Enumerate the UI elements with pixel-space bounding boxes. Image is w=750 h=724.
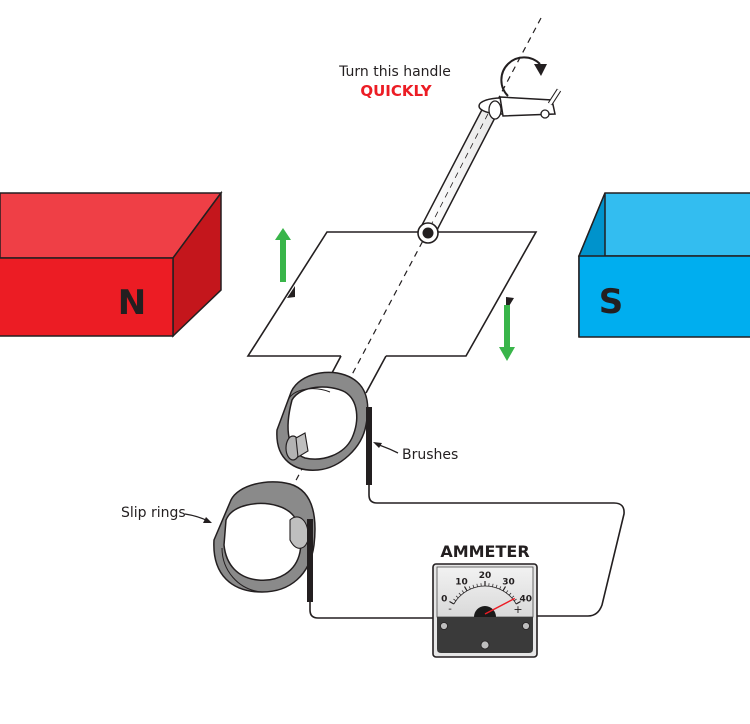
- shaft: [420, 98, 501, 234]
- coil-loop: [246, 231, 538, 404]
- circuit-wires: [309, 485, 625, 619]
- ammeter-tick: [468, 586, 471, 590]
- ammeter-plus-sign: +: [513, 603, 522, 616]
- ammeter-needle: [484, 597, 516, 615]
- ammeter-scale-label: 30: [502, 577, 515, 587]
- ammeter-scale-labels: 0 10 20 30 40: [441, 571, 532, 605]
- brushes-pointer: [373, 442, 399, 454]
- handle-crank[interactable]: [478, 88, 562, 120]
- ammeter-tick: [508, 592, 512, 596]
- upward-force-arrow-icon: [275, 228, 291, 282]
- ammeter-tick: [453, 598, 457, 602]
- ammeter-tick: [492, 583, 494, 587]
- ammeter-tick: [472, 584, 475, 588]
- ammeter-tick: [499, 586, 502, 590]
- slip-rings-pointer: [184, 513, 212, 523]
- ammeter-tick: [513, 598, 517, 602]
- ammeter-scale-label: 40: [519, 595, 532, 605]
- south-pole-label: S: [599, 282, 624, 322]
- ammeter-tick: [449, 600, 455, 605]
- north-pole-label: N: [118, 283, 146, 323]
- ammeter-scale-ticks: [449, 581, 521, 605]
- slip-ring-upper: [276, 371, 369, 471]
- brush-lower: [307, 519, 313, 602]
- ammeter-scale-label: 0: [441, 595, 447, 605]
- rotation-arrow-icon: [500, 56, 547, 97]
- brush-upper: [366, 407, 372, 485]
- handle-instruction: Turn this handle: [338, 64, 451, 80]
- north-magnet: N: [0, 190, 223, 338]
- ammeter-minus-sign: -: [448, 604, 452, 615]
- ammeter-title: AMMETER: [440, 542, 529, 561]
- ammeter-tick: [461, 590, 465, 594]
- slip-rings-label: Slip rings: [121, 505, 186, 521]
- ammeter-scale-label: 10: [455, 577, 468, 587]
- south-magnet: S: [577, 192, 750, 338]
- ammeter-tick: [455, 595, 459, 599]
- ammeter-scale-label: 20: [479, 571, 492, 581]
- shaft-bearing: [417, 222, 439, 244]
- ammeter-tick: [505, 590, 509, 594]
- ammeter-tick: [458, 592, 462, 596]
- ammeter-tick: [495, 584, 498, 588]
- ammeter-tick: [515, 600, 521, 605]
- brushes-label: Brushes: [402, 447, 458, 463]
- handle-instruction-emphasis: QUICKLY: [360, 82, 432, 100]
- current-direction-arrow-icon: [287, 286, 295, 298]
- downward-force-arrow-icon: [499, 305, 515, 361]
- ammeter-tick: [463, 586, 468, 592]
- ammeter-tick: [511, 595, 515, 599]
- slip-ring-lower: [213, 481, 316, 593]
- ammeter: 0 10 20 30 40 - +: [432, 563, 538, 658]
- ammeter-tick: [476, 583, 478, 587]
- ammeter-tick: [502, 586, 507, 592]
